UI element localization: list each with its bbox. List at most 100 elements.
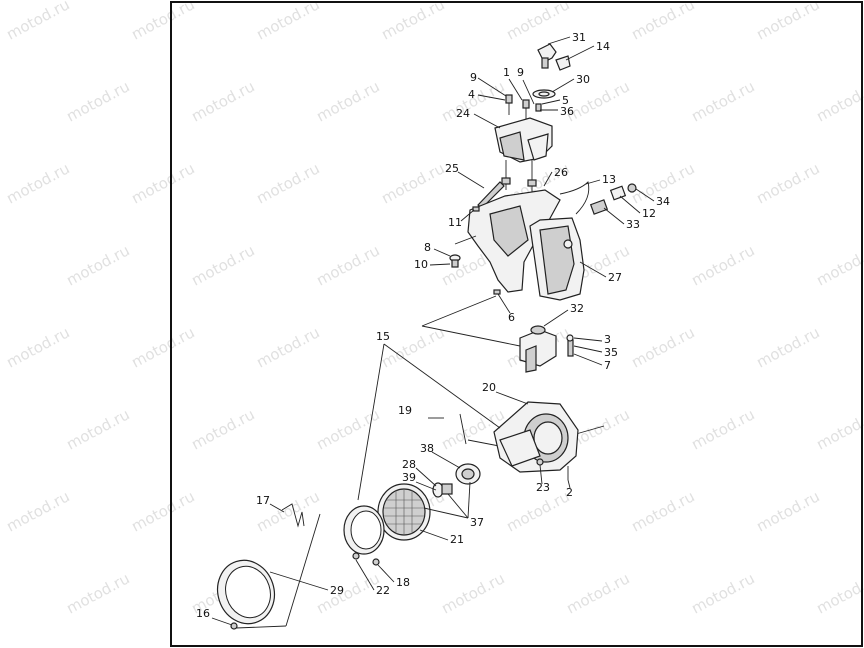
watermark-text: motod.ru	[3, 159, 72, 207]
callout-20: 20	[482, 381, 496, 394]
leader-line-12	[619, 195, 641, 214]
leader-line-28	[415, 467, 437, 487]
watermark-text: motod.ru	[503, 487, 572, 535]
leader-line-27	[579, 261, 607, 278]
watermark-text: motod.ru	[813, 241, 864, 289]
callout-32: 32	[570, 302, 584, 315]
leader-line-16	[211, 617, 233, 626]
leader-line-8	[433, 248, 451, 257]
callout-21: 21	[450, 533, 464, 546]
leader-line-29	[269, 571, 329, 591]
leader-line-11	[460, 209, 475, 222]
callout-1: 1	[503, 66, 510, 79]
leader-line-6	[497, 293, 511, 314]
screw-22	[352, 552, 360, 560]
headlight-housing	[467, 189, 585, 301]
headlight-reflector-housing	[493, 401, 579, 473]
leader-line-37	[423, 507, 469, 519]
watermark-text: motod.ru	[188, 77, 257, 125]
leader-line-17	[269, 503, 285, 513]
watermark-text: motod.ru	[503, 0, 572, 44]
leader-line-5	[541, 99, 561, 105]
callout-30: 30	[576, 73, 590, 86]
watermark-text: motod.ru	[188, 241, 257, 289]
watermark-text: motod.ru	[128, 0, 197, 44]
watermark-text: motod.ru	[628, 323, 697, 371]
watermark-text: motod.ru	[3, 0, 72, 44]
watermark-text: motod.ru	[253, 159, 322, 207]
leader-line-32	[543, 309, 569, 327]
screw-11	[472, 206, 480, 212]
screw-6	[493, 289, 501, 295]
screw-19	[428, 413, 467, 445]
callout-38: 38	[420, 442, 434, 455]
leader-line-35	[573, 345, 603, 353]
leader-line-34	[635, 188, 655, 202]
group-bracket-15	[235, 343, 501, 629]
watermark-text: motod.ru	[253, 0, 322, 44]
lower-clamp	[519, 325, 557, 373]
watermark-text: motod.ru	[753, 159, 822, 207]
upper-bracket	[494, 117, 553, 163]
ignition-key	[537, 43, 557, 69]
leader-line-26	[543, 171, 553, 187]
callout-37: 37	[470, 516, 484, 529]
bracket-bolts	[501, 160, 537, 192]
callout-29: 29	[330, 584, 344, 597]
callout-24: 24	[456, 107, 470, 120]
clamp-bolt	[566, 334, 574, 357]
callout-14: 14	[596, 40, 610, 53]
callout-25: 25	[445, 162, 459, 175]
watermark-text: motod.ru	[313, 241, 382, 289]
leader-line-25	[457, 171, 485, 189]
watermark-text: motod.ru	[378, 0, 447, 44]
callout-23: 23	[536, 481, 550, 494]
leader-line-39	[415, 481, 437, 491]
headlight-bulb	[432, 482, 453, 498]
callout-8: 8	[424, 241, 431, 254]
callout-28: 28	[402, 458, 416, 471]
watermark-text: motod.ru	[628, 487, 697, 535]
watermark-text: motod.ru	[688, 405, 757, 453]
watermark-text: motod.ru	[63, 241, 132, 289]
leader-line-9	[522, 79, 535, 105]
callout-2: 2	[566, 486, 573, 499]
watermark-text: motod.ru	[688, 241, 757, 289]
callout-17: 17	[256, 494, 270, 507]
callout-11: 11	[448, 216, 462, 229]
retaining-clip	[555, 55, 571, 71]
screw-18	[372, 558, 380, 566]
watermark-text: motod.ru	[128, 323, 197, 371]
leader-line-7	[573, 353, 603, 366]
callout-13: 13	[602, 173, 616, 186]
callout-36: 36	[560, 105, 574, 118]
watermark-text: motod.ru	[313, 569, 382, 617]
callout-26: 26	[554, 166, 568, 179]
retaining-ring	[343, 505, 385, 555]
sealed-beam-lens	[377, 483, 431, 541]
spring-clip	[281, 503, 305, 528]
watermark-text: motod.ru	[438, 569, 507, 617]
leader-line-14	[565, 45, 595, 61]
callout-18: 18	[396, 576, 410, 589]
screw-16	[230, 622, 238, 630]
watermark-text: motod.ru	[63, 405, 132, 453]
callout-34: 34	[656, 195, 670, 208]
leader-line-2	[567, 479, 571, 489]
watermark-text: motod.ru	[753, 323, 822, 371]
callout-16: 16	[196, 607, 210, 620]
top-screws	[505, 94, 542, 120]
leader-line-31	[547, 36, 571, 45]
drawing-frame	[170, 1, 863, 647]
watermark-text: motod.ru	[688, 77, 757, 125]
wire-harness	[559, 181, 590, 215]
watermark-text: motod.ru	[128, 159, 197, 207]
callout-15: 15	[376, 330, 390, 343]
callout-31: 31	[572, 31, 586, 44]
watermark-text: motod.ru	[753, 0, 822, 44]
callout-9: 9	[470, 71, 477, 84]
leader-line-3	[573, 337, 603, 342]
leader-line-4	[477, 94, 506, 101]
